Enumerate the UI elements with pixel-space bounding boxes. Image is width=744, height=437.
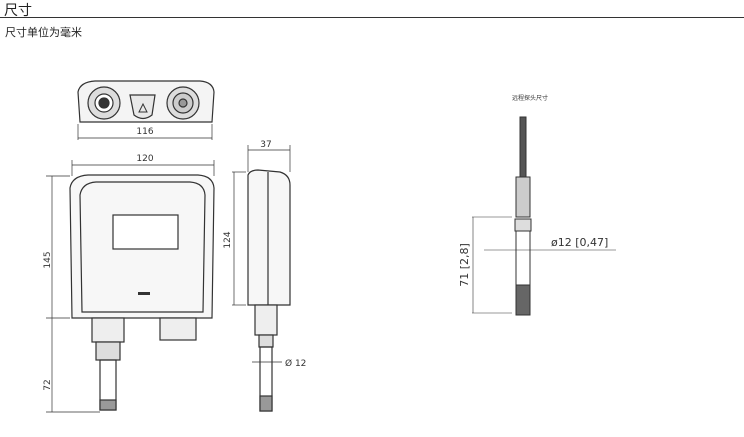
side-height-dimension: 124 bbox=[223, 231, 233, 248]
front-width-dimension: 120 bbox=[136, 154, 153, 164]
heading-divider bbox=[0, 17, 744, 18]
units-note: 尺寸单位为毫米 bbox=[5, 26, 82, 39]
side-view-drawing bbox=[232, 145, 291, 412]
remote-probe-diameter: ø12 [0,47] bbox=[551, 236, 608, 249]
remote-probe-title: 远程探头尺寸 bbox=[512, 94, 548, 102]
front-height-dimension: 145 bbox=[43, 251, 53, 268]
probe-length-dimension: 72 bbox=[43, 379, 53, 390]
front-view-drawing bbox=[46, 160, 215, 413]
section-heading: 尺寸 bbox=[4, 3, 32, 19]
probe-diameter-dimension: Ø 12 bbox=[285, 358, 306, 369]
top-width-dimension: 116 bbox=[136, 127, 153, 137]
remote-probe-drawing bbox=[472, 116, 616, 316]
top-view-drawing bbox=[77, 80, 215, 140]
side-depth-dimension: 37 bbox=[260, 140, 271, 150]
remote-probe-length: 71 [2,8] bbox=[458, 243, 471, 287]
